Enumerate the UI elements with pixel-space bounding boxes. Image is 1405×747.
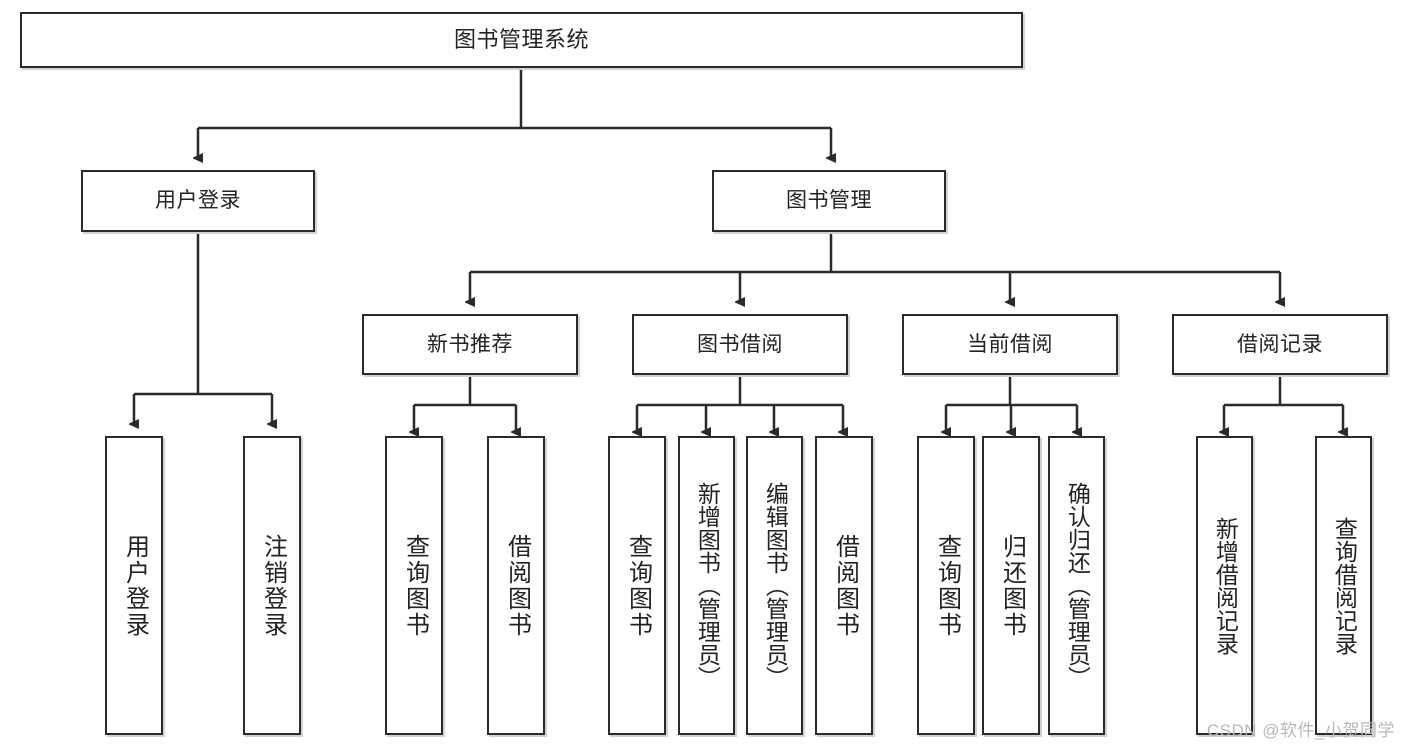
node-label: 当前借阅: [967, 332, 1053, 356]
node-new-book-recommend[interactable]: 新书推荐: [362, 314, 578, 375]
leaf-new-book-query-book[interactable]: 查询图书: [385, 436, 443, 735]
node-label: 归还图书: [998, 533, 1026, 638]
node-label: 图书管理系统: [453, 26, 589, 52]
node-user-login[interactable]: 用户登录: [81, 170, 315, 232]
node-book-management[interactable]: 图书管理: [712, 170, 946, 232]
watermark-text: CSDN @软件_小贺同学: [1206, 721, 1395, 740]
node-label: 新增借阅记录: [1212, 516, 1239, 655]
node-borrow-record[interactable]: 借阅记录: [1172, 314, 1388, 375]
node-label: 新增图书（管理员）: [694, 482, 721, 689]
node-label: 借阅图书: [503, 533, 531, 638]
leaf-book-borrow-edit-book-admin[interactable]: 编辑图书（管理员）: [746, 436, 803, 735]
node-label: 查询借阅记录: [1331, 516, 1358, 655]
node-label: 图书借阅: [697, 332, 783, 356]
node-label: 新书推荐: [427, 332, 513, 356]
leaf-book-borrow-query-book[interactable]: 查询图书: [608, 436, 666, 735]
node-label: 用户登录: [155, 189, 241, 213]
node-label: 编辑图书（管理员）: [762, 482, 789, 689]
leaf-current-borrow-query-book[interactable]: 查询图书: [917, 436, 975, 735]
node-label: 借阅记录: [1237, 332, 1323, 356]
leaf-borrow-record-add-record[interactable]: 新增借阅记录: [1196, 436, 1253, 735]
leaf-current-borrow-confirm-return-admin[interactable]: 确认归还（管理员）: [1048, 436, 1105, 735]
node-label: 查询图书: [933, 533, 961, 638]
leaf-book-borrow-borrow-book[interactable]: 借阅图书: [815, 436, 873, 735]
node-label: 用户登录: [121, 533, 149, 638]
node-label: 查询图书: [401, 533, 429, 638]
leaf-user-login-logout[interactable]: 注销登录: [243, 436, 301, 735]
node-book-borrow[interactable]: 图书借阅: [632, 314, 848, 375]
node-label: 图书管理: [786, 189, 872, 213]
node-root-book-management-system[interactable]: 图书管理系统: [20, 12, 1023, 68]
leaf-book-borrow-add-book-admin[interactable]: 新增图书（管理员）: [678, 436, 735, 735]
node-label: 确认归还（管理员）: [1064, 482, 1091, 689]
node-label: 查询图书: [624, 533, 652, 638]
leaf-user-login-login[interactable]: 用户登录: [105, 436, 163, 735]
node-label: 借阅图书: [831, 533, 859, 638]
leaf-new-book-borrow-book[interactable]: 借阅图书: [487, 436, 545, 735]
node-current-borrow[interactable]: 当前借阅: [902, 314, 1118, 375]
leaf-current-borrow-return-book[interactable]: 归还图书: [982, 436, 1040, 735]
node-label: 注销登录: [259, 533, 287, 638]
leaf-borrow-record-query-record[interactable]: 查询借阅记录: [1315, 436, 1372, 735]
